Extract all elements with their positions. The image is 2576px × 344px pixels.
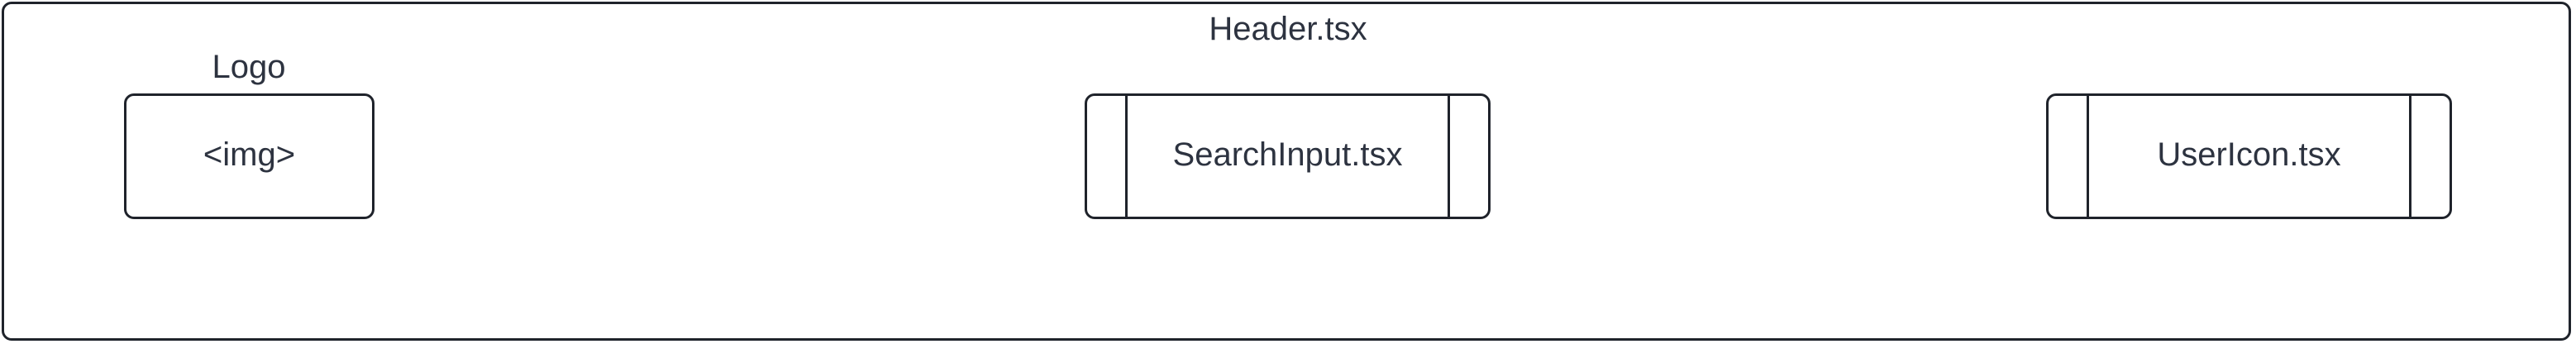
search-input-node-label: SearchInput.tsx [1172,136,1403,173]
logo-caption: Logo [212,49,286,85]
subprocess-left-bar [2087,96,2089,217]
user-icon-node-label: UserIcon.tsx [2157,136,2341,173]
header-component-title: Header.tsx [1209,11,1367,47]
subprocess-right-bar [1448,96,1450,217]
logo-node-label: <img> [203,136,296,173]
search-input-subprocess-node: SearchInput.tsx [1085,93,1491,219]
logo-node: <img> [124,93,374,219]
subprocess-left-bar [1125,96,1128,217]
subprocess-right-bar [2409,96,2411,217]
user-icon-subprocess-node: UserIcon.tsx [2046,93,2452,219]
